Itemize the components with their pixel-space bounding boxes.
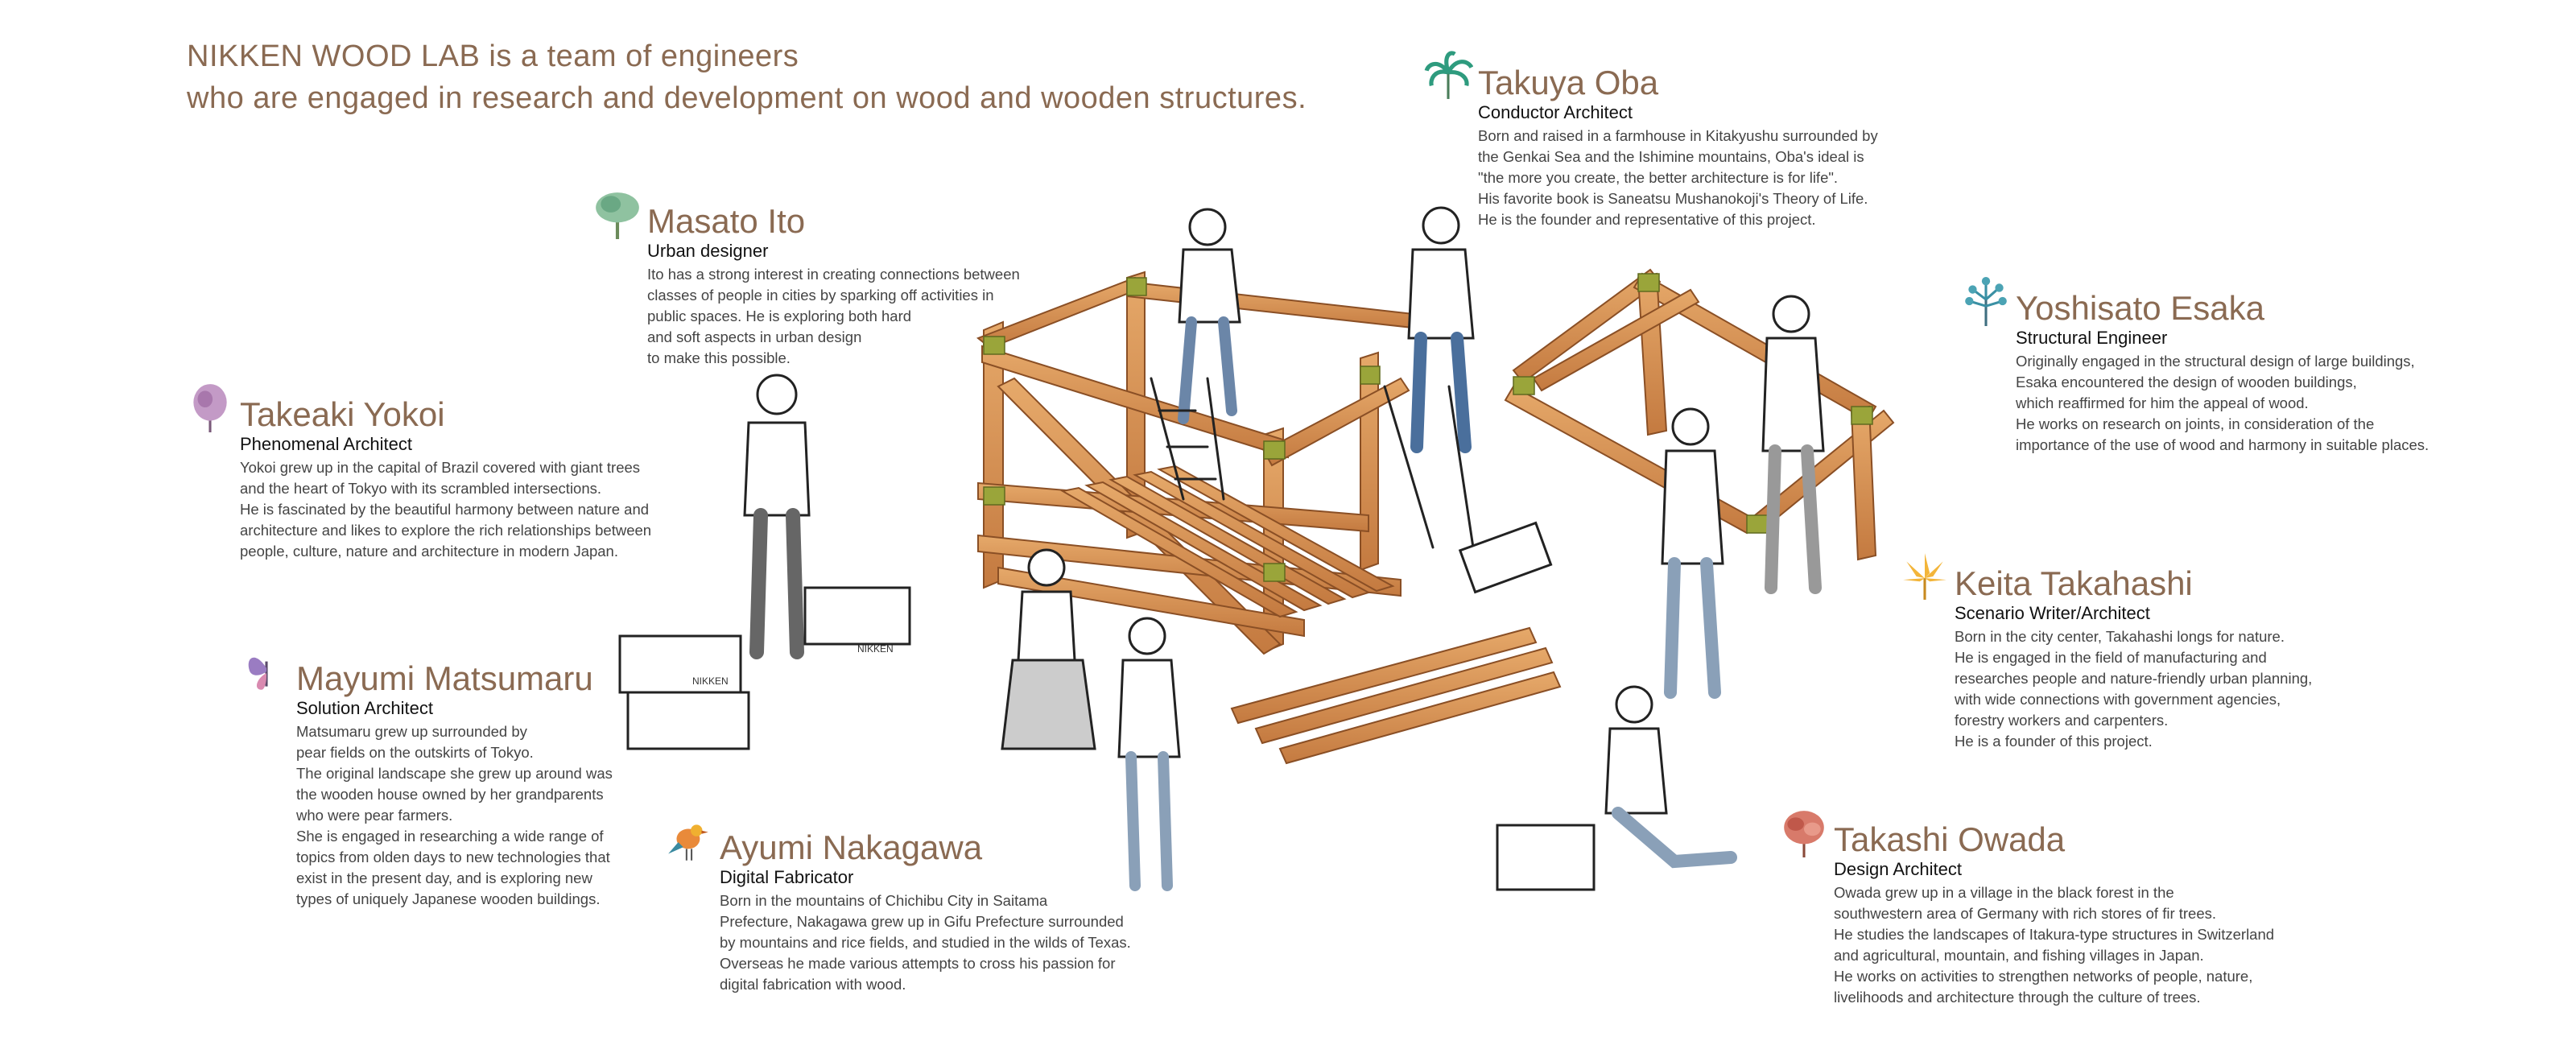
floor-slats — [1060, 465, 1395, 618]
bio-line: public spaces. He is exploring both hard — [647, 308, 912, 324]
bird-icon — [668, 824, 708, 861]
yellow-leaf-icon — [1903, 553, 1946, 600]
member-name: Keita Takahashi — [1955, 564, 2193, 602]
member-bio: Matsumaru grew up surrounded by pear fie… — [296, 721, 613, 910]
bio-line: pear fields on the outskirts of Tokyo. — [296, 744, 534, 761]
headline-line-1: NIKKEN WOOD LAB is a team of engineers — [187, 39, 799, 73]
blue-tree-icon — [1965, 277, 2007, 326]
bio-line: forestry workers and carpenters. — [1955, 712, 2169, 729]
member-name: Masato Ito — [647, 202, 806, 240]
headline: NIKKEN WOOD LAB is a team of engineers w… — [187, 35, 1394, 119]
bio-line: She is engaged in researching a wide ran… — [296, 828, 604, 845]
bio-line: and soft aspects in urban design — [647, 328, 862, 345]
people-drawings — [618, 206, 1825, 891]
purple-tree-icon — [193, 384, 227, 432]
bio-line: southwestern area of Germany with rich s… — [1834, 905, 2217, 922]
member-bio: Ito has a strong interest in creating co… — [647, 264, 1020, 369]
bio-line: to make this possible. — [647, 349, 791, 366]
member-keita-takahashi: Keita Takahashi Scenario Writer/Architec… — [1900, 549, 2312, 752]
bio-line: His favorite book is Saneatsu Mushanokoj… — [1478, 190, 1868, 207]
loose-planks — [1230, 626, 1562, 765]
member-name: Ayumi Nakagawa — [720, 828, 983, 866]
member-bio: Born in the mountains of Chichibu City i… — [720, 890, 1131, 995]
member-role: Phenomenal Architect — [240, 434, 413, 454]
headline-line-2: who are engaged in research and developm… — [187, 81, 1307, 115]
bio-line: topics from olden days to new technologi… — [296, 849, 610, 865]
member-name: Takeaki Yokoi — [240, 395, 445, 433]
bio-line: Matsumaru grew up surrounded by — [296, 723, 527, 740]
bio-line: He is engaged in the field of manufactur… — [1955, 649, 2267, 666]
member-role: Design Architect — [1834, 859, 1962, 879]
member-bio: Originally engaged in the structural des… — [2016, 351, 2429, 456]
bio-line: exist in the present day, and is explori… — [296, 869, 592, 886]
member-name: Takashi Owada — [1834, 820, 2066, 858]
member-bio: Born and raised in a farmhouse in Kitaky… — [1478, 126, 1878, 230]
bio-line: importance of the use of wood and harmon… — [2016, 436, 2429, 453]
member-role: Digital Fabricator — [720, 867, 854, 887]
bio-line: the Genkai Sea and the Ishimine mountain… — [1478, 148, 1864, 165]
bio-line: Overseas he made various attempts to cro… — [720, 955, 1116, 972]
box-label: NIKKEN — [692, 675, 729, 687]
bio-line: with wide connections with government ag… — [1955, 691, 2281, 708]
member-role: Structural Engineer — [2016, 328, 2168, 348]
box-label-2: NIKKEN — [857, 643, 894, 655]
bio-line: Born and raised in a farmhouse in Kitaky… — [1478, 127, 1878, 144]
bio-line: people, culture, nature and architecture… — [240, 543, 618, 560]
bio-line: digital fabrication with wood. — [720, 976, 906, 993]
bio-line: Born in the mountains of Chichibu City i… — [720, 892, 1048, 909]
member-masato-ito: Masato Ito Urban designer Ito has a stro… — [592, 187, 1020, 369]
rope-ties-right — [1513, 273, 1873, 534]
bio-line: which reaffirmed for him the appeal of w… — [2016, 394, 2309, 411]
member-mayumi-matsumaru: Mayumi Matsumaru Solution Architect Mats… — [242, 644, 613, 910]
bio-line: He studies the landscapes of Itakura-typ… — [1834, 926, 2275, 943]
member-role: Conductor Architect — [1478, 102, 1633, 122]
member-role: Scenario Writer/Architect — [1955, 603, 2150, 623]
bio-line: the wooden house owned by her grandparen… — [296, 786, 604, 803]
member-takashi-owada: Takashi Owada Design Architect Owada gre… — [1779, 805, 2274, 1008]
bio-line: and agricultural, mountain, and fishing … — [1834, 947, 2204, 964]
green-tree-icon — [596, 192, 639, 239]
bio-line: Prefecture, Nakagawa grew up in Gifu Pre… — [720, 913, 1124, 930]
member-bio: Yokoi grew up in the capital of Brazil c… — [240, 457, 651, 562]
bio-line: by mountains and rice fields, and studie… — [720, 934, 1131, 951]
butterfly-icon — [248, 657, 268, 690]
member-role: Solution Architect — [296, 698, 433, 718]
bio-line: "the more you create, the better archite… — [1478, 169, 1839, 186]
member-yoshisato-esaka: Yoshisato Esaka Structural Engineer Orig… — [1961, 274, 2429, 456]
member-name: Takuya Oba — [1478, 64, 1659, 101]
bio-line: and the heart of Tokyo with its scramble… — [240, 480, 602, 497]
bio-line: Born in the city center, Takahashi longs… — [1955, 628, 2285, 645]
bio-line: He works on research on joints, in consi… — [2016, 415, 2375, 432]
bio-line: Originally engaged in the structural des… — [2016, 353, 2415, 370]
bio-line: who were pear farmers. — [296, 807, 453, 824]
bio-line: architecture and likes to explore the ri… — [240, 522, 652, 539]
bio-line: Esaka encountered the design of wooden b… — [2016, 374, 2357, 390]
palm-tree-icon — [1424, 51, 1473, 99]
member-name: Mayumi Matsumaru — [296, 659, 593, 697]
bio-line: classes of people in cities by sparking … — [647, 287, 994, 304]
bio-line: Owada grew up in a village in the black … — [1834, 884, 2174, 901]
member-role: Urban designer — [647, 241, 769, 261]
bio-line: He is fascinated by the beautiful harmon… — [240, 501, 650, 518]
bio-line: Ito has a strong interest in creating co… — [647, 266, 1020, 283]
member-takeaki-yokoi: Takeaki Yokoi Phenomenal Architect Yokoi… — [185, 380, 651, 562]
member-takuya-oba: Takuya Oba Conductor Architect Born and … — [1423, 48, 1878, 230]
member-ayumi-nakagawa: Ayumi Nakagawa Digital Fabricator Born i… — [665, 813, 1131, 995]
bio-line: Yokoi grew up in the capital of Brazil c… — [240, 459, 641, 476]
bio-line: researches people and nature-friendly ur… — [1955, 670, 2313, 687]
bio-line: livelihoods and architecture through the… — [1834, 989, 2201, 1006]
member-name: Yoshisato Esaka — [2016, 289, 2264, 327]
bio-line: The original landscape she grew up aroun… — [296, 765, 613, 782]
member-bio: Owada grew up in a village in the black … — [1834, 882, 2274, 1008]
member-bio: Born in the city center, Takahashi longs… — [1955, 626, 2312, 752]
bio-line: types of uniquely Japanese wooden buildi… — [296, 890, 601, 907]
bio-line: He works on activities to strengthen net… — [1834, 968, 2253, 985]
bio-line: He is the founder and representative of … — [1478, 211, 1816, 228]
bio-line: He is a founder of this project. — [1955, 733, 2153, 750]
rope-ties — [983, 277, 1381, 582]
red-tree-icon — [1784, 811, 1824, 857]
